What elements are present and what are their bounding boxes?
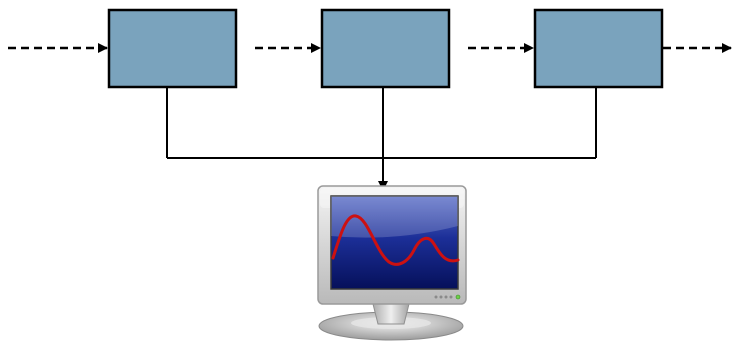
monitor-screen <box>330 195 459 290</box>
computer-monitor-icon <box>317 185 467 341</box>
monitor-power-led <box>455 294 461 300</box>
monitor-button <box>449 295 453 299</box>
monitor-button <box>444 295 448 299</box>
stage-block-1 <box>107 8 238 89</box>
waveform-curve <box>331 214 460 266</box>
monitor-button <box>439 295 443 299</box>
monitor-button <box>434 295 438 299</box>
stage-block-3 <box>533 8 664 89</box>
stage-block-2 <box>320 8 451 89</box>
